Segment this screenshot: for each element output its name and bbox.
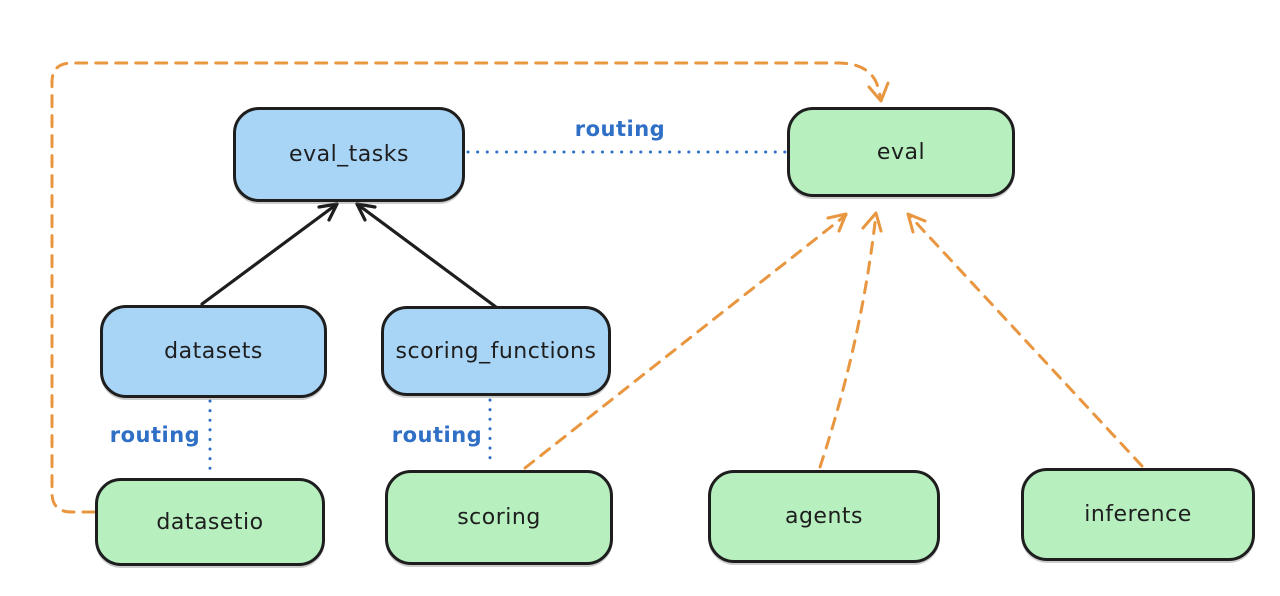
node-datasets: datasets <box>100 305 327 398</box>
node-eval: eval <box>787 107 1015 197</box>
node-eval-tasks-label: eval_tasks <box>289 142 409 167</box>
node-agents-label: agents <box>784 504 863 529</box>
edge-scoring-functions-eval-tasks-arrow <box>355 202 502 312</box>
edge-inference-eval-arrowhead <box>906 212 927 234</box>
edge-label-routing-scoring-functions-scoring: routing <box>391 423 483 447</box>
node-eval-tasks: eval_tasks <box>233 107 465 202</box>
node-eval-label: eval <box>876 139 926 165</box>
node-scoring-label: scoring <box>457 505 541 530</box>
node-inference: inference <box>1021 468 1255 561</box>
node-scoring: scoring <box>385 470 613 565</box>
edge-scoring-functions-eval-tasks-arrowhead <box>355 202 377 222</box>
node-agents: agents <box>708 470 940 563</box>
node-datasetio-label: datasetio <box>156 509 264 535</box>
edge-inference-eval-dashed <box>907 213 1144 468</box>
edge-datasets-eval-tasks-arrow <box>200 202 339 306</box>
edge-datasets-eval-tasks-arrowhead <box>317 202 339 222</box>
node-inference-label: inference <box>1084 502 1192 527</box>
edge-scoring-eval-arrowhead <box>826 212 848 233</box>
node-scoring-functions: scoring_functions <box>381 306 611 396</box>
node-datasetio: datasetio <box>95 478 325 566</box>
edge-agents-eval-dashed <box>818 212 878 469</box>
node-scoring-functions-label: scoring_functions <box>395 338 597 364</box>
edge-datasetio-eval-arrowhead <box>867 81 890 103</box>
edge-label-routing-eval-tasks-eval: routing <box>574 117 666 141</box>
edge-label-routing-datasets-datasetio: routing <box>109 423 201 447</box>
edge-agents-eval-arrowhead <box>861 211 883 233</box>
node-datasets-label: datasets <box>164 339 263 364</box>
